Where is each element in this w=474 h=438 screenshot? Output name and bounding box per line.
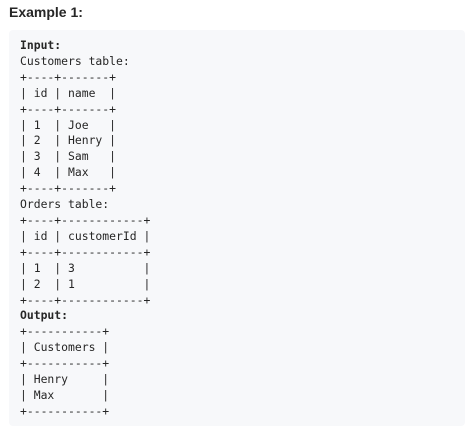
customers-table-line: +----+-------+ <box>20 181 117 196</box>
customers-table-line: +----+-------+ <box>20 101 117 116</box>
customers-table-line: +----+-------+ <box>20 69 117 84</box>
orders-table-line: +----+------------+ <box>20 212 151 227</box>
customers-table-line: | 3 | Sam | <box>20 149 117 164</box>
orders-table-line: | 1 | 3 | <box>20 260 151 275</box>
customers-table-line: | id | name | <box>20 85 117 100</box>
orders-table-line: +----+------------+ <box>20 292 151 307</box>
example-code-block: Input: Customers table: +----+-------+ |… <box>9 30 465 426</box>
orders-table-line: | 2 | 1 | <box>20 276 151 291</box>
output-table-line: | Customers | <box>20 340 110 355</box>
example-heading: Example 1: <box>9 4 83 20</box>
orders-table-line: +----+------------+ <box>20 244 151 259</box>
customers-table-line: | 2 | Henry | <box>20 133 117 148</box>
customers-table-title: Customers table: <box>20 53 130 68</box>
example-code: Input: Customers table: +----+-------+ |… <box>20 38 150 420</box>
output-table-line: +-----------+ <box>20 356 110 371</box>
customers-table-line: | 4 | Max | <box>20 165 117 180</box>
input-label: Input: <box>20 38 62 52</box>
orders-table-title: Orders table: <box>20 197 110 212</box>
output-label: Output: <box>20 308 69 323</box>
output-table-line: +-----------+ <box>20 324 110 339</box>
output-table-line: | Henry | <box>20 372 110 387</box>
customers-table-line: | 1 | Joe | <box>20 117 117 132</box>
output-table-line: +-----------+ <box>20 403 110 418</box>
output-table-line: | Max | <box>20 387 110 402</box>
orders-table-line: | id | customerId | <box>20 228 151 243</box>
